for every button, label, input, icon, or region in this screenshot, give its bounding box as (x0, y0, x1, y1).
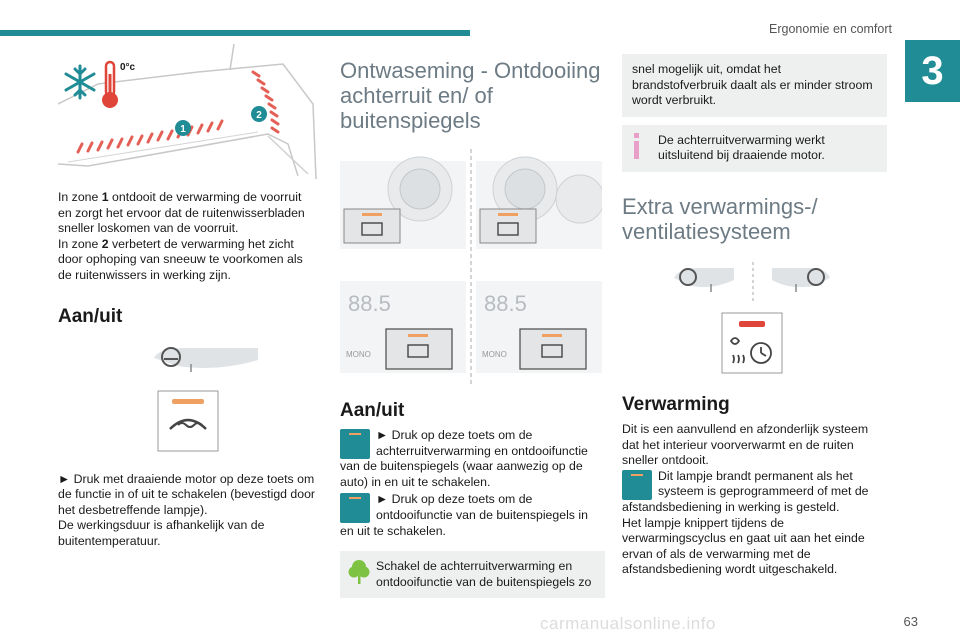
onoff-paragraph: ► Druk met draaiende motor op deze toets… (58, 471, 316, 517)
windshield-temp-label: 0°c (120, 62, 136, 73)
eco-tree-icon (348, 560, 370, 585)
column-3: snel mogelijk uit, omdat het brandstofve… (622, 54, 887, 578)
zone2-paragraph: In zone 2 verbetert de verwarming het zi… (58, 236, 303, 282)
callout-1: 1 (180, 124, 186, 135)
page-number: 63 (903, 614, 918, 629)
aux-heating-lamp-info: Dit lampje brandt permanent als het syst… (622, 468, 869, 514)
rear-defrost-icon (340, 429, 370, 459)
info-icon (634, 132, 639, 159)
panel-mono-left: MONO (346, 350, 371, 359)
panel-mono-right: MONO (482, 350, 507, 359)
zone1-paragraph: In zone 1 ontdooit de verwarming de voor… (58, 190, 305, 236)
rear-defrost-instruction: ► Druk op deze toets om de achterruitver… (340, 428, 588, 489)
callout-2: 2 (256, 110, 262, 121)
info-note: De achterruitverwarming werkt uitsluiten… (622, 124, 887, 172)
windshield-defrost-button-icon (157, 390, 219, 452)
section-heading-heating: Verwarming (622, 393, 730, 415)
climate-control-panels: 88.5 MONO 88.5 MONO (340, 149, 605, 385)
column-2: Ontwaseming - Ontdooiing achterruit en/ … (340, 58, 605, 599)
snowflake-icon (64, 64, 96, 100)
panel-display-left: 88.5 (348, 291, 391, 316)
aux-heating-intro: Dit is een aanvullend en afzonderlijk sy… (622, 421, 869, 468)
section-heading-aux-heating: Extra verwarmings-/ ventilatiesysteem (622, 193, 818, 244)
aux-heating-blink-info: Het lampje knippert tijdens de verwarmin… (622, 515, 865, 577)
aux-heater-lamp-icon (622, 469, 652, 500)
chapter-tab: 3 (905, 40, 960, 102)
section-heading-onoff: Aan/uit (58, 305, 123, 327)
dual-steering-wheel-icons (674, 261, 830, 302)
panel-display-right: 88.5 (484, 291, 527, 316)
header-title: Ergonomie en comfort (769, 22, 892, 36)
section-heading-rear-defrost: Ontwaseming - Ontdooiing achterruit en/ … (340, 58, 601, 133)
aux-heater-button-icon (721, 312, 783, 374)
steering-wheel-icon (154, 346, 258, 372)
duration-paragraph: De werkingsduur is afhankelijk van de bu… (58, 518, 265, 548)
mirror-defrost-instruction: ► Druk op deze toets om de ontdooifuncti… (340, 492, 588, 538)
eco-note: Schakel de achterruitverwarming en ontdo… (340, 551, 605, 599)
column-1: 0°c 1 2 In zone 1 ontdooit de verwarming… (57, 43, 318, 550)
mirror-defrost-icon (340, 493, 370, 524)
footer-watermark: carmanualsonline.info (540, 614, 716, 633)
eco-note-continued: snel mogelijk uit, omdat het brandstofve… (622, 54, 887, 117)
header-accent-bar (0, 30, 470, 36)
thermometer-icon (102, 60, 118, 108)
section-heading-onoff-2: Aan/uit (340, 400, 405, 421)
windshield-illustration: 0°c 1 2 (57, 43, 317, 180)
